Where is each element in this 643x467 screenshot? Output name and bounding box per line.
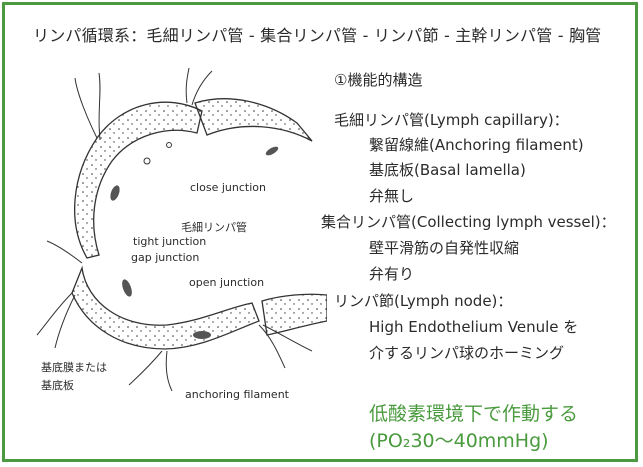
node-item-1: High Endothelium Venule を <box>369 316 578 337</box>
slide-title: リンパ循環系：毛細リンパ管 - 集合リンパ管 - リンパ節 - 主幹リンパ管 -… <box>33 22 601 46</box>
endothelial-cell-right <box>262 294 327 335</box>
label-anchoring-filament: anchoring filament <box>185 388 289 401</box>
capillary-title: 毛細リンパ管(Lymph capillary)： <box>334 109 569 130</box>
label-open-junction: open junction <box>189 276 264 289</box>
label-tight-junction: tight junction <box>133 235 206 248</box>
hypoxia-line-2: (PO₂30～40mmHg) <box>369 426 549 453</box>
node-item-2: 介するリンパ球のホーミング <box>369 342 564 363</box>
collecting-title: 集合リンパ管(Collecting lymph vessel)： <box>321 211 616 232</box>
nucleus-4 <box>264 145 279 157</box>
label-gap-junction: gap junction <box>131 251 199 264</box>
label-basal-plate: 基底板 <box>41 377 74 393</box>
endothelial-cell-top-right <box>195 99 312 141</box>
label-close-junction: close junction <box>190 181 266 194</box>
node-title: リンパ節(Lymph node)： <box>334 290 512 311</box>
label-basement-membrane: 基底膜または <box>41 359 107 375</box>
lymph-capillary-diagram <box>27 63 327 403</box>
collecting-item-1: 壁平滑筋の自発性収縮 <box>369 237 519 258</box>
nucleus-1 <box>109 184 122 202</box>
nucleus-2 <box>120 278 134 298</box>
collecting-item-2: 弁有り <box>369 263 414 284</box>
nucleus-3 <box>193 331 211 339</box>
label-capillary: 毛細リンパ管 <box>181 219 247 235</box>
figure-frame: リンパ循環系：毛細リンパ管 - 集合リンパ管 - リンパ節 - 主幹リンパ管 -… <box>2 2 638 462</box>
hypoxia-line-1: 低酸素環境下で作動する <box>369 399 578 426</box>
capillary-item-3: 弁無し <box>369 185 414 206</box>
heading-function: ①機能的構造 <box>334 69 422 90</box>
capillary-item-2: 基底板(Basal lamella) <box>369 159 526 180</box>
capillary-item-1: 繋留線維(Anchoring filament) <box>369 134 584 155</box>
